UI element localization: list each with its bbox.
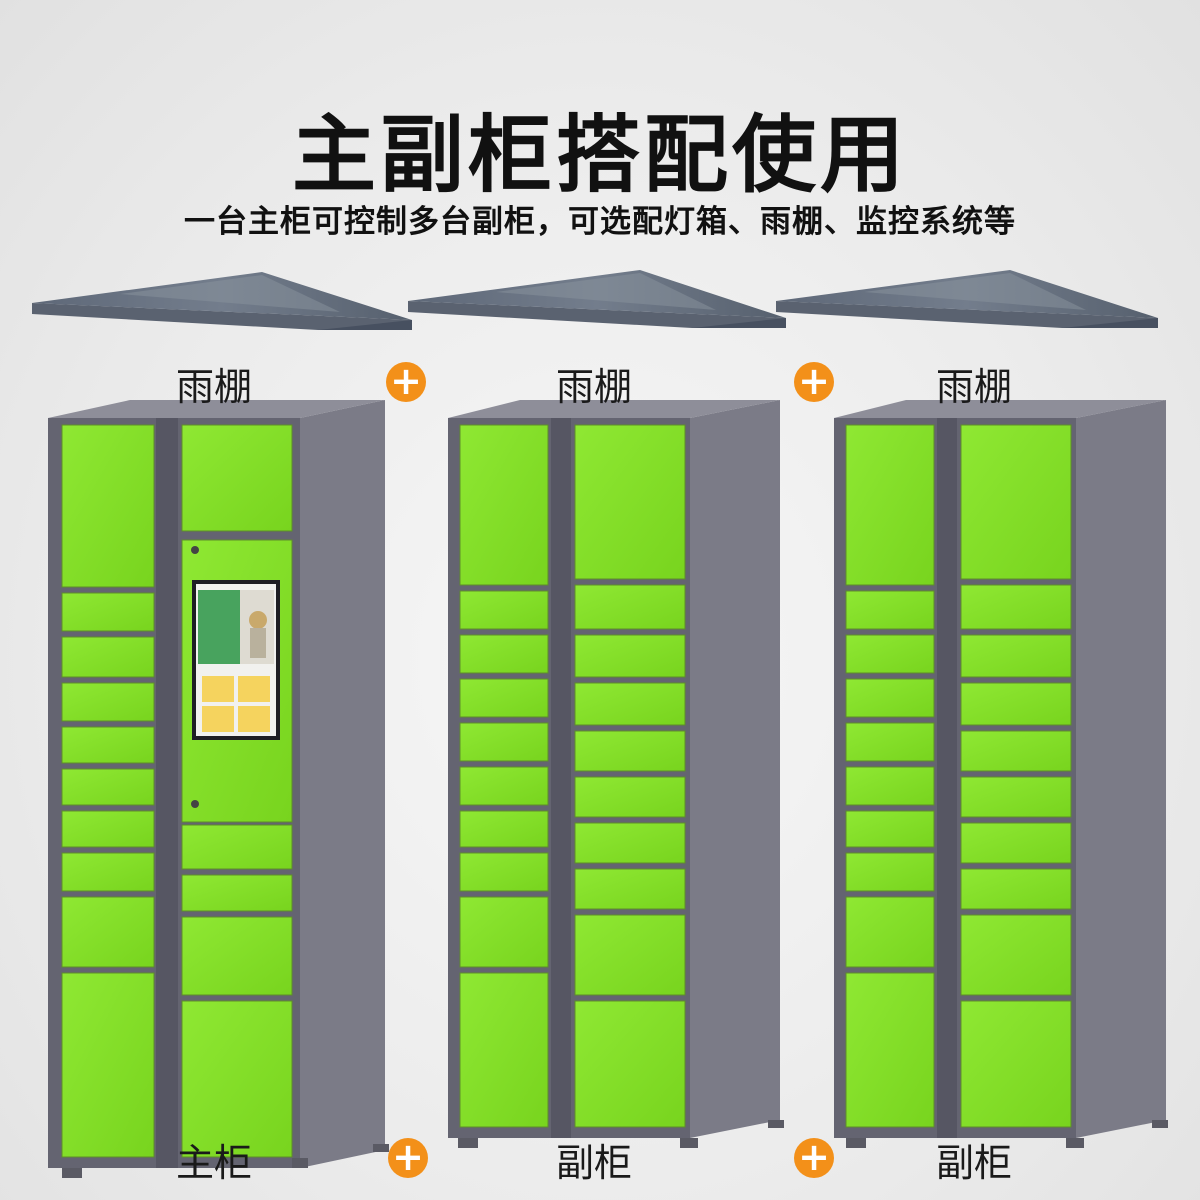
sub1-right-door[interactable] <box>574 584 686 630</box>
sub1-left-door[interactable] <box>459 972 549 1128</box>
main-left-door[interactable] <box>61 810 155 848</box>
main-right-door[interactable] <box>181 916 293 996</box>
sub1-left-door[interactable] <box>459 634 549 674</box>
sub2-right-door[interactable] <box>960 868 1072 910</box>
sub1-right-door[interactable] <box>574 914 686 996</box>
sub2-right-door[interactable] <box>960 424 1072 580</box>
plus-icon: + <box>794 362 834 402</box>
sub2-right-door[interactable] <box>960 584 1072 630</box>
sub2-right-door[interactable] <box>960 914 1072 996</box>
cabinet-feet <box>62 1120 1168 1178</box>
main-left-door[interactable] <box>61 592 155 632</box>
sub2-left-door[interactable] <box>845 810 935 848</box>
main-right-door[interactable] <box>181 824 293 870</box>
canopy-label-3: 雨棚 <box>935 365 1012 409</box>
sub1-left-door[interactable] <box>459 852 549 892</box>
page-title: 主副柜搭配使用 <box>291 106 908 204</box>
sub2-left-door[interactable] <box>845 590 935 630</box>
main-right-door[interactable] <box>181 424 293 532</box>
sub1-left-door[interactable] <box>459 810 549 848</box>
main-left-door[interactable] <box>61 424 155 588</box>
plus-icon: + <box>794 1138 834 1178</box>
sub1-right-door[interactable] <box>574 1000 686 1128</box>
sub2-right-door[interactable] <box>960 730 1072 772</box>
sub1-right-door[interactable] <box>574 776 686 818</box>
touch-screen[interactable] <box>192 580 280 740</box>
main-left-door[interactable] <box>61 726 155 764</box>
sub2-right-door[interactable] <box>960 776 1072 818</box>
sub2-right-door[interactable] <box>960 682 1072 726</box>
canopy-label-1: 雨棚 <box>175 365 252 409</box>
cabinet-label-sub-1: 副柜 <box>555 1141 632 1185</box>
sub2-left-door[interactable] <box>845 634 935 674</box>
canopy-2 <box>408 270 786 328</box>
plus-icon: + <box>388 1138 428 1178</box>
sub1-left-door[interactable] <box>459 424 549 586</box>
sub1-left-door[interactable] <box>459 590 549 630</box>
sub1-left-door[interactable] <box>459 678 549 718</box>
sub1-right-door[interactable] <box>574 730 686 772</box>
sub2-left-door[interactable] <box>845 678 935 718</box>
scanner-icon <box>191 800 199 808</box>
sub1-right-door[interactable] <box>574 868 686 910</box>
cabinet-label-sub-2: 副柜 <box>935 1141 1012 1185</box>
sub2-right-door[interactable] <box>960 1000 1072 1128</box>
canopy-1 <box>32 272 412 330</box>
sub2-left-door[interactable] <box>845 972 935 1128</box>
sub1-right-door[interactable] <box>574 424 686 580</box>
main-left-door[interactable] <box>61 636 155 678</box>
sub2-right-door[interactable] <box>960 634 1072 678</box>
canopy-3 <box>776 270 1158 328</box>
camera-lens-icon <box>191 546 199 554</box>
sub1-left-door[interactable] <box>459 766 549 806</box>
sub2-left-door[interactable] <box>845 896 935 968</box>
sub1-right-door[interactable] <box>574 822 686 864</box>
main-left-door[interactable] <box>61 682 155 722</box>
sub1-right-door[interactable] <box>574 634 686 678</box>
sub2-left-door[interactable] <box>845 424 935 586</box>
main-left-door[interactable] <box>61 768 155 806</box>
main-right-door[interactable] <box>181 874 293 912</box>
sub2-left-door[interactable] <box>845 722 935 762</box>
main-left-door[interactable] <box>61 896 155 968</box>
plus-icon: + <box>386 362 426 402</box>
main-right-door[interactable] <box>181 1000 293 1158</box>
sub1-left-door[interactable] <box>459 722 549 762</box>
sub1-left-door[interactable] <box>459 896 549 968</box>
sub2-right-door[interactable] <box>960 822 1072 864</box>
sub1-right-door[interactable] <box>574 682 686 726</box>
sub2-left-door[interactable] <box>845 852 935 892</box>
cabinet-label-main: 主柜 <box>175 1141 252 1185</box>
main-left-door[interactable] <box>61 852 155 892</box>
canopy-label-2: 雨棚 <box>555 365 632 409</box>
sub2-left-door[interactable] <box>845 766 935 806</box>
main-left-door[interactable] <box>61 972 155 1158</box>
page-subtitle: 一台主柜可控制多台副柜，可选配灯箱、雨棚、监控系统等 <box>184 204 1016 240</box>
